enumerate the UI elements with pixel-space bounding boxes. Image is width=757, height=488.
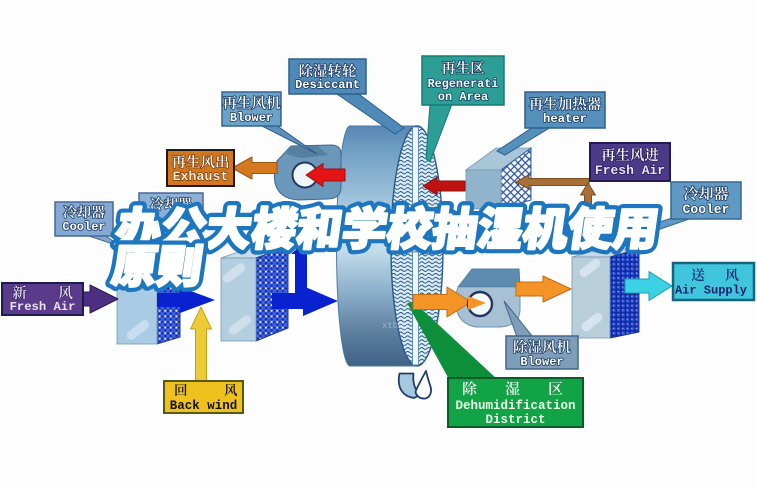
svg-text:Fresh Air: Fresh Air — [10, 300, 76, 314]
svg-text:Air Supply: Air Supply — [675, 284, 747, 298]
svg-text:xtbgj: xtbgj — [382, 321, 409, 331]
svg-text:Cooler: Cooler — [62, 220, 105, 234]
svg-text:Exhaust: Exhaust — [173, 169, 229, 184]
svg-text:Regenerati: Regenerati — [428, 77, 499, 91]
svg-text:heater: heater — [543, 112, 587, 126]
svg-text:Cooler: Cooler — [683, 202, 730, 217]
svg-text:Blower: Blower — [230, 111, 273, 125]
svg-text:District: District — [485, 413, 545, 427]
svg-text:Desiccant: Desiccant — [295, 78, 360, 92]
svg-text:Blower: Blower — [520, 355, 563, 369]
svg-text:Dehumidification: Dehumidification — [455, 399, 575, 413]
svg-text:on Area: on Area — [438, 90, 488, 104]
svg-text:Fresh Air: Fresh Air — [595, 163, 665, 178]
svg-text:Back wind: Back wind — [170, 399, 238, 413]
